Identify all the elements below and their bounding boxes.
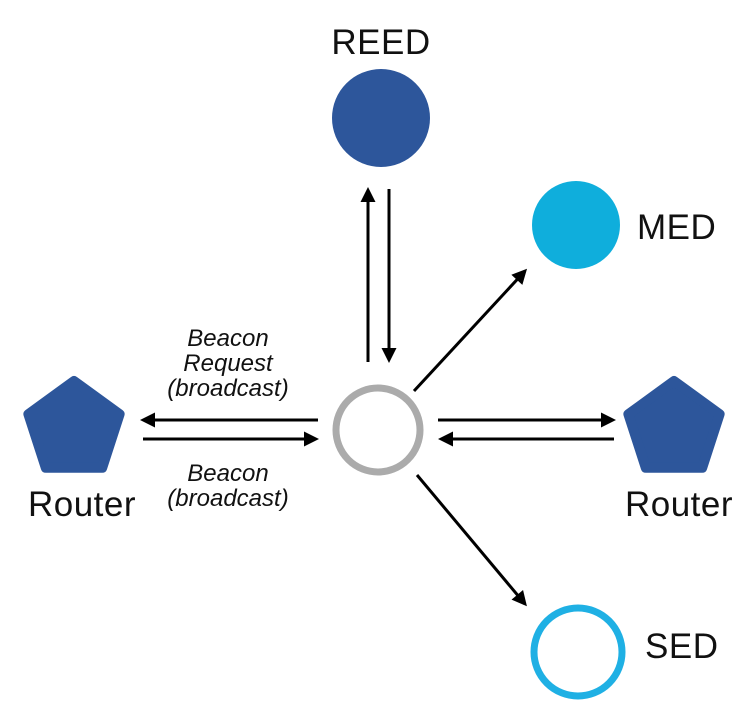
beacon-request-line-2: Request — [183, 350, 274, 377]
sed-label: SED — [645, 627, 718, 666]
reed-circle-icon — [332, 69, 430, 167]
med-circle-icon — [532, 181, 620, 269]
router-left-pentagon-icon — [23, 376, 125, 473]
beacon-line-2: (broadcast) — [167, 485, 288, 512]
router-left-label: Router — [28, 485, 136, 524]
sed-circle-icon — [530, 604, 626, 700]
beacon-request-line-3: (broadcast) — [167, 375, 288, 402]
node-router-left: Router — [23, 376, 136, 524]
node-med: MED — [532, 181, 716, 269]
router-right-pentagon-icon — [623, 376, 725, 473]
med-label: MED — [637, 208, 716, 247]
node-joiner — [332, 384, 424, 476]
arrow-joiner-to-med — [412, 268, 528, 393]
reed-label: REED — [331, 23, 430, 62]
joiner-circle-icon — [332, 384, 424, 476]
beacon-annotation: Beacon (broadcast) — [167, 460, 288, 512]
arrow-joiner-to-sed — [415, 474, 527, 607]
node-reed: REED — [331, 23, 430, 167]
beacon-request-annotation: Beacon Request (broadcast) — [167, 325, 288, 402]
edges-group — [140, 187, 616, 607]
node-sed: SED — [530, 604, 718, 700]
beacon-line-1: Beacon — [187, 460, 268, 487]
router-right-label: Router — [625, 485, 733, 524]
beacon-request-line-1: Beacon — [187, 325, 268, 352]
node-router-right: Router — [623, 376, 733, 524]
